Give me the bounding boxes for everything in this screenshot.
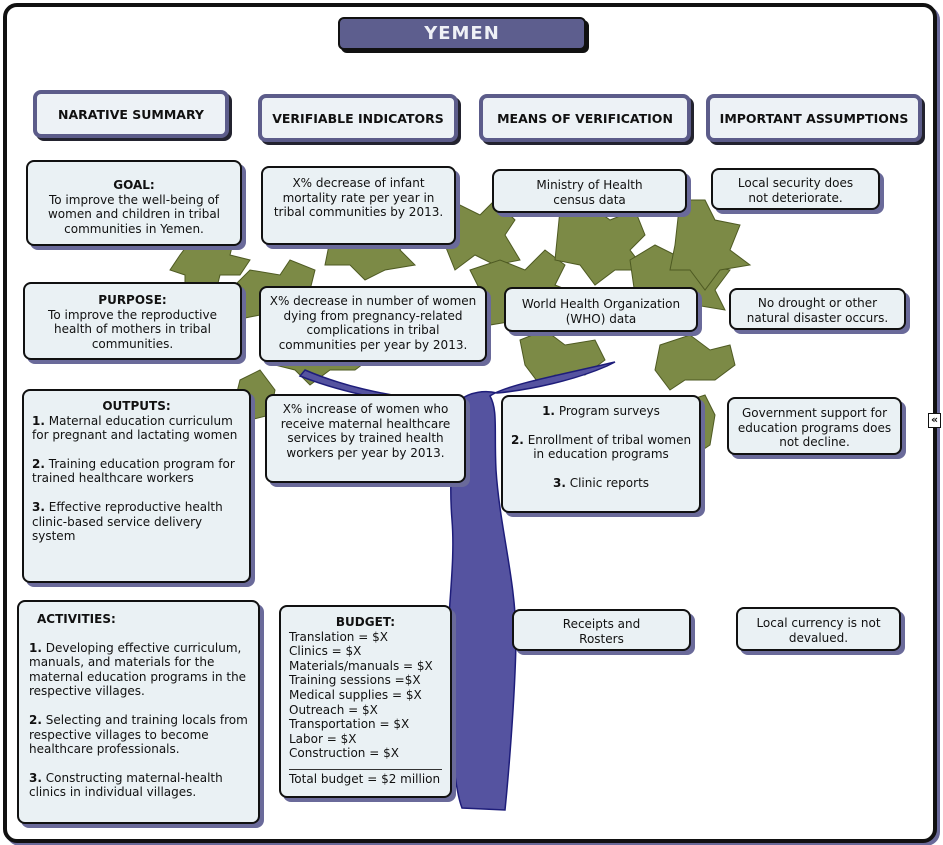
activity-item: 3. Constructing maternal-health clinics … [29,770,223,800]
activities-label: ACTIVITIES: [37,612,116,626]
purpose-indicator-box: X% decrease in number of women dying fro… [259,286,487,362]
page-title: YEMEN [338,17,586,50]
header-means-of-verification: MEANS OF VERIFICATION [479,94,691,142]
budget-label: BUDGET: [335,615,396,629]
verification-item: 2. Enrollment of tribal women in educati… [510,432,692,462]
activities-verification-box: Receipts and Rosters [512,609,691,651]
purpose-verification-box: World Health Organization (WHO) data [504,287,698,332]
activity-item: 2. Selecting and training locals from re… [29,712,248,757]
leaf [439,199,521,271]
budget-line: Medical supplies = $X [289,687,422,702]
budget-line: Translation = $X [289,629,388,644]
outputs-verification-box: 1. Program surveys 2. Enrollment of trib… [501,395,701,513]
budget-line: Training sessions =$X [289,673,421,688]
output-item: 2. Training education program for traine… [32,456,235,486]
output-item: 3. Effective reproductive health clinic-… [32,499,223,544]
outputs-label: OUTPUTS: [102,399,171,413]
purpose-label: PURPOSE: [98,293,167,307]
header-important-assumptions: IMPORTANT ASSUMPTIONS [706,94,922,142]
goal-indicator-box: X% decrease of infant mortality rate per… [261,166,456,245]
leaf [654,334,736,391]
outputs-indicator-box: X% increase of women who receive materna… [265,394,466,483]
output-item: 1. Maternal education curriculum for pre… [32,413,238,443]
verification-item: 3. Clinic reports [552,475,650,490]
budget-line: Transportation = $X [289,717,410,732]
verification-item: 1. Program surveys [542,404,660,418]
activities-assumption-box: Local currency is not devalued. [736,607,901,651]
budget-line: Clinics = $X [289,644,362,659]
goal-box: GOAL: To improve the well-being of women… [26,160,242,246]
activities-box: ACTIVITIES: 1. Developing effective curr… [17,600,260,824]
goal-label: GOAL: [113,178,155,192]
budget-total: Total budget = $2 million [289,768,442,787]
budget-line: Labor = $X [289,731,357,746]
collapse-panel-icon[interactable]: « [928,413,941,428]
goal-text: To improve the well-being of women and c… [47,192,221,236]
activity-item: 1. Developing effective curriculum, manu… [29,640,247,699]
goal-verification-box: Ministry of Health census data [492,169,687,213]
budget-line: Construction = $X [289,746,399,761]
header-verifiable-indicators: VERIFIABLE INDICATORS [258,94,458,142]
outputs-box: OUTPUTS: 1. Maternal education curriculu… [22,389,251,583]
outputs-assumption-box: Government support for education program… [727,397,902,455]
purpose-text: To improve the reproductive health of mo… [48,307,217,351]
purpose-box: PURPOSE: To improve the reproductive hea… [23,282,242,360]
budget-line: Outreach = $X [289,702,378,717]
goal-assumption-box: Local security does not deteriorate. [711,168,880,210]
leaf [669,199,752,291]
budget-line: Materials/manuals = $X [289,658,433,673]
purpose-assumption-box: No drought or other natural disaster occ… [729,288,906,330]
budget-box: BUDGET: Translation = $X Clinics = $X Ma… [279,605,452,798]
header-narrative-summary: NARATIVE SUMMARY [33,90,229,138]
